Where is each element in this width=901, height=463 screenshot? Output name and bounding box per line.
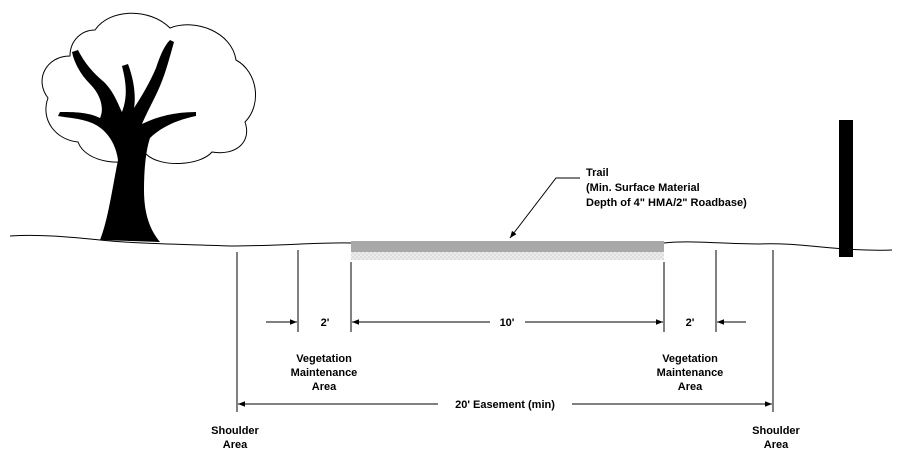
- right-veg-label-line1: Vegetation: [662, 353, 718, 365]
- left-veg-label-line3: Area: [312, 381, 337, 393]
- tree-trunk: [58, 40, 196, 242]
- right-veg-label-line2: Maintenance: [657, 367, 724, 379]
- tree-icon: [41, 12, 257, 242]
- ground-line: [9, 234, 893, 251]
- tree-canopy-outline: [41, 12, 257, 165]
- left-veg-label-line2: Maintenance: [291, 367, 358, 379]
- leader-arrow-icon: [509, 177, 580, 239]
- dim-trail-label: 10': [500, 317, 515, 329]
- trail-label-line3: Depth of 4" HMA/2" Roadbase): [586, 197, 747, 209]
- trail-roadbase: [351, 252, 664, 260]
- trail-label-line1: Trail: [586, 167, 609, 179]
- right-veg-label-line3: Area: [678, 381, 703, 393]
- dim-right-veg-label: 2': [686, 317, 695, 329]
- right-shoulder-label-line2: Area: [764, 439, 789, 451]
- right-shoulder-label-line1: Shoulder: [752, 425, 800, 437]
- left-shoulder-label-line2: Area: [223, 439, 248, 451]
- dim-left-veg-label: 2': [321, 317, 330, 329]
- trail-label-line2: (Min. Surface Material: [586, 182, 700, 194]
- trail-surface: [351, 241, 664, 252]
- dim-easement-label: 20' Easement (min): [455, 399, 555, 411]
- left-shoulder-label-line1: Shoulder: [211, 425, 259, 437]
- sign-post-icon: [839, 120, 853, 257]
- left-veg-label-line1: Vegetation: [296, 353, 352, 365]
